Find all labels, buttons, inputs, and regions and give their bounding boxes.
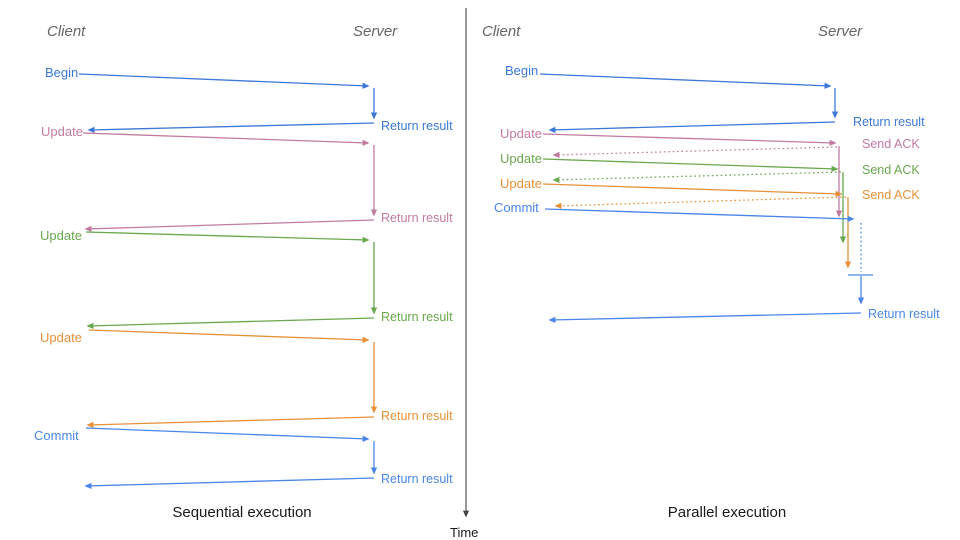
par-begin-request-line bbox=[539, 73, 832, 89]
par-update2-label: Update bbox=[500, 151, 542, 166]
time-axis: Time bbox=[450, 8, 478, 540]
seq-begin-return-line bbox=[87, 122, 375, 133]
par-update1-ack-line bbox=[552, 146, 838, 158]
seq-commit-request-line bbox=[85, 427, 370, 442]
par-msg-begin: Begin Return result bbox=[505, 63, 925, 133]
par-update3-response-label: Send ACK bbox=[862, 188, 920, 202]
par-begin-label: Begin bbox=[505, 63, 538, 78]
par-title: Parallel execution bbox=[668, 504, 786, 521]
par-commit-response-label: Return result bbox=[868, 307, 940, 321]
seq-begin-label: Begin bbox=[45, 65, 78, 80]
par-msg-update1: Update Send ACK bbox=[500, 126, 920, 218]
seq-title: Sequential execution bbox=[172, 504, 311, 521]
seq-update3-return-line bbox=[86, 416, 375, 428]
seq-update1-request-line bbox=[82, 132, 370, 146]
seq-update3-response-label: Return result bbox=[381, 409, 453, 423]
par-update2-ack-line bbox=[552, 171, 842, 183]
seq-commit-label: Commit bbox=[34, 428, 79, 443]
seq-server-header: Server bbox=[353, 23, 398, 40]
par-update1-label: Update bbox=[500, 126, 542, 141]
par-commit-label: Commit bbox=[494, 200, 539, 215]
par-begin-response-label: Return result bbox=[853, 115, 925, 129]
seq-update2-return-line bbox=[86, 317, 375, 329]
parallel-diagram: Client Server Begin Return result Update… bbox=[482, 23, 940, 521]
par-update2-request-line bbox=[542, 158, 839, 172]
par-update3-ack-line bbox=[554, 196, 847, 209]
seq-update1-return-line bbox=[84, 219, 375, 232]
par-update2-response-label: Send ACK bbox=[862, 163, 920, 177]
par-client-header: Client bbox=[482, 23, 521, 40]
par-server-header: Server bbox=[818, 23, 863, 40]
par-update3-request-line bbox=[542, 183, 843, 197]
seq-update3-label: Update bbox=[40, 330, 82, 345]
seq-client-header: Client bbox=[47, 23, 86, 40]
par-begin-return-line bbox=[548, 121, 836, 133]
seq-update2-request-line bbox=[85, 231, 370, 243]
seq-commit-response-label: Return result bbox=[381, 472, 453, 486]
seq-msg-update1: Update Return result bbox=[41, 124, 453, 232]
par-commit-return-line bbox=[548, 312, 862, 323]
seq-begin-request-line bbox=[78, 73, 370, 89]
seq-commit-return-line bbox=[84, 477, 375, 489]
seq-update2-response-label: Return result bbox=[381, 310, 453, 324]
seq-msg-commit: Commit Return result bbox=[34, 427, 453, 489]
seq-msg-update2: Update Return result bbox=[40, 228, 453, 329]
par-msg-commit: Commit Return result bbox=[494, 200, 940, 323]
seq-begin-response-label: Return result bbox=[381, 119, 453, 133]
par-msg-update3: Update Send ACK bbox=[500, 176, 920, 269]
seq-update1-label: Update bbox=[41, 124, 83, 139]
par-update1-request-line bbox=[542, 133, 837, 146]
seq-update3-request-line bbox=[88, 329, 370, 343]
seq-msg-update3: Update Return result bbox=[40, 329, 453, 428]
seq-update2-label: Update bbox=[40, 228, 82, 243]
seq-msg-begin: Begin Return result bbox=[45, 65, 453, 133]
par-update1-response-label: Send ACK bbox=[862, 137, 920, 151]
par-commit-request-line bbox=[544, 208, 855, 222]
seq-update1-response-label: Return result bbox=[381, 211, 453, 225]
sequential-diagram: Client Server Begin Return result Update… bbox=[34, 23, 453, 521]
time-axis-label: Time bbox=[450, 525, 478, 540]
par-update3-label: Update bbox=[500, 176, 542, 191]
par-msg-update2: Update Send ACK bbox=[500, 151, 920, 244]
